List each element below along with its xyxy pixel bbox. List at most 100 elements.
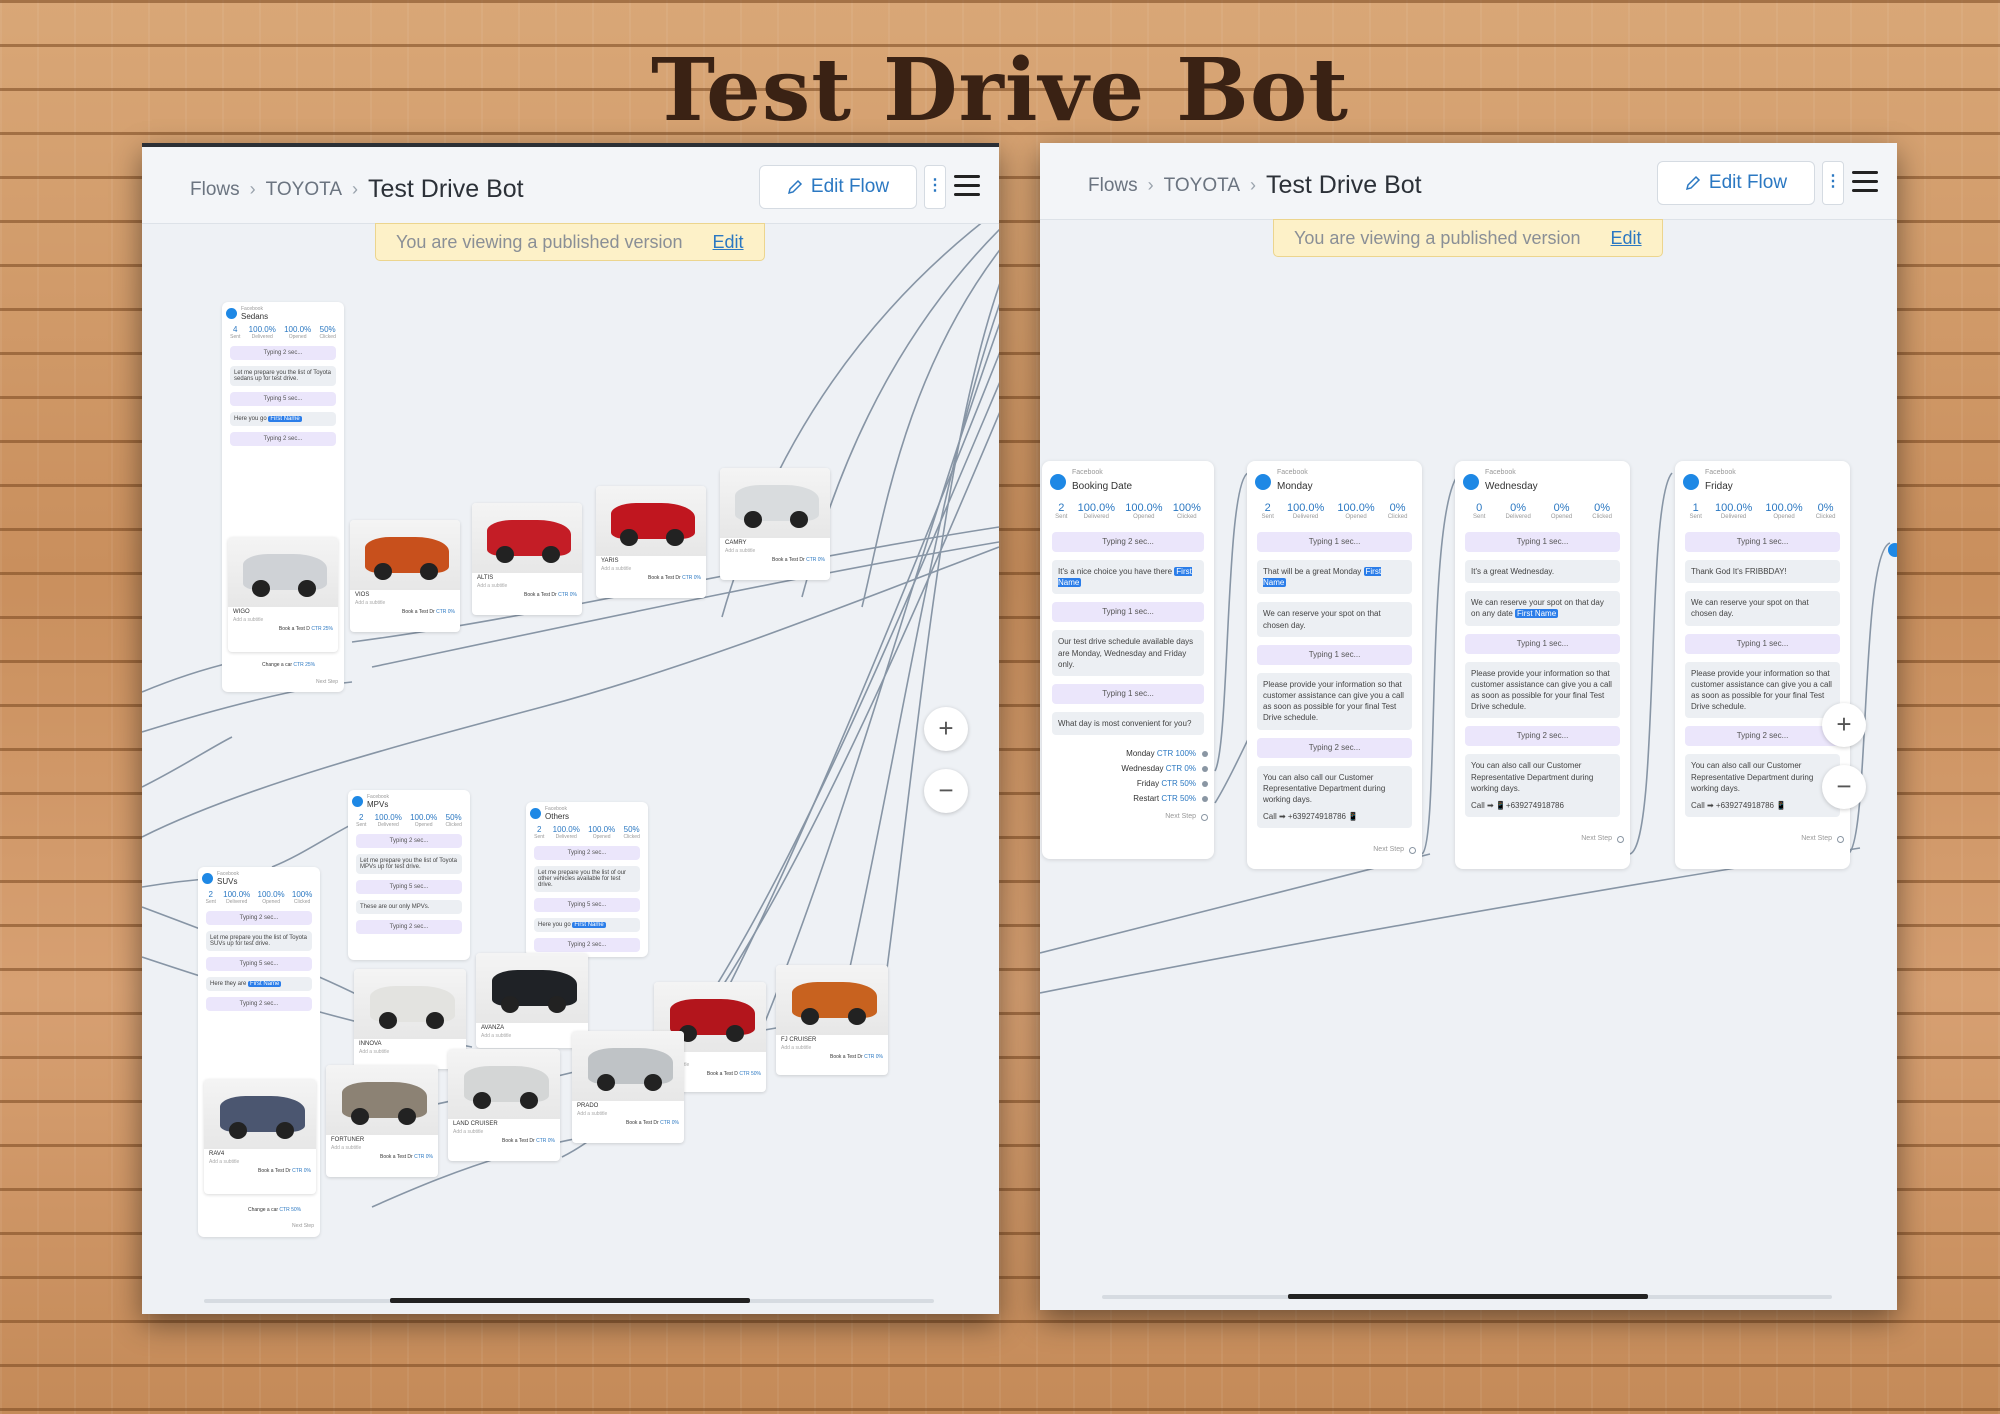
change-car-button[interactable]: Change a car CTR 25% (262, 662, 316, 668)
typing-indicator: Typing 1 sec... (1052, 683, 1204, 704)
button-restart[interactable]: Restart CTR 50% (1042, 788, 1214, 803)
call-button[interactable]: Call ➡ +639274918786 📱 (1691, 800, 1787, 810)
scrollbar-thumb[interactable] (390, 1298, 750, 1303)
chevron-right-icon: › (249, 179, 256, 199)
top-bar: Flows › TOYOTA › Test Drive Bot Edit Flo… (142, 147, 999, 224)
book-test-drive-button[interactable]: Book a Test Dr CTR 0% (648, 575, 701, 581)
car-image (448, 1049, 560, 1119)
facebook-icon (352, 796, 363, 807)
car-image (326, 1065, 438, 1135)
zoom-out-button[interactable]: − (924, 769, 968, 813)
car-wheel-shape (790, 511, 808, 529)
node-title: Wednesday (1485, 481, 1538, 492)
message-bubble: It's a nice choice you have there First … (1052, 560, 1204, 595)
horizontal-scrollbar[interactable] (204, 1298, 934, 1303)
banner-title: Test Drive Bot (651, 40, 1349, 141)
book-test-drive-button[interactable]: Book a Test Dr CTR 0% (402, 609, 455, 615)
breadcrumb-flows[interactable]: Flows (1088, 174, 1138, 196)
book-test-drive-button[interactable]: Book a Test Dr CTR 0% (626, 1120, 679, 1126)
typing-indicator: Typing 2 sec... (1465, 726, 1620, 747)
zoom-out-button[interactable]: − (1822, 765, 1866, 809)
breadcrumb-flows[interactable]: Flows (190, 178, 240, 200)
button-wednesday[interactable]: Wednesday CTR 0% (1042, 758, 1214, 773)
message-bubble: We can reserve your spot on that chosen … (1685, 591, 1840, 626)
message-bubble: What day is most convenient for you? (1052, 711, 1204, 736)
book-test-drive-button[interactable]: Book a Test Dr CTR 0% (258, 1168, 311, 1174)
car-wheel-shape (620, 529, 638, 547)
edit-flow-button[interactable]: Edit Flow (759, 165, 917, 209)
typing-indicator: Typing 2 sec... (230, 432, 336, 446)
breadcrumb-brand[interactable]: TOYOTA (265, 178, 342, 200)
more-options-button[interactable]: ⋮ (924, 165, 946, 209)
button-friday[interactable]: Friday CTR 50% (1042, 773, 1214, 788)
scrollbar-thumb[interactable] (1288, 1294, 1648, 1299)
typing-indicator: Typing 2 sec... (1052, 532, 1204, 552)
typing-indicator: Typing 2 sec... (356, 920, 462, 934)
typing-indicator: Typing 1 sec... (1052, 602, 1204, 623)
typing-indicator: Typing 2 sec... (534, 846, 640, 860)
car-image (596, 486, 706, 556)
typing-indicator: Typing 2 sec... (356, 834, 462, 848)
hamburger-menu-icon[interactable] (1852, 171, 1878, 193)
pencil-icon (787, 179, 802, 195)
next-step[interactable]: Next Step (292, 1223, 314, 1229)
zoom-in-button[interactable]: + (924, 707, 968, 751)
more-options-button[interactable]: ⋮ (1822, 161, 1844, 205)
node-title: Friday (1705, 481, 1733, 492)
facebook-icon (1463, 473, 1479, 490)
next-step[interactable]: Next Step (1042, 803, 1214, 826)
book-test-drive-button[interactable]: Book a Test Dr CTR 0% (380, 1154, 433, 1160)
next-step[interactable]: Next Step (1675, 825, 1850, 848)
edit-link[interactable]: Edit (712, 231, 744, 252)
car-wheel-shape (496, 546, 514, 564)
page-title: Test Drive Bot (1266, 171, 1422, 199)
book-test-drive-button[interactable]: Book a Test D CTR 50% (706, 1071, 761, 1077)
edit-flow-button[interactable]: Edit Flow (1657, 161, 1815, 205)
book-test-drive-button[interactable]: Book a Test Dr CTR 0% (524, 592, 577, 598)
call-button[interactable]: Call ➡ 📱+639274918786 (1471, 800, 1564, 810)
car-image (720, 468, 830, 538)
book-test-drive-button[interactable]: Book a Test Dr CTR 0% (830, 1054, 883, 1060)
hamburger-menu-icon[interactable] (954, 175, 980, 197)
book-test-drive-button[interactable]: Book a Test Dr CTR 0% (502, 1138, 555, 1144)
message-bubble: Our test drive schedule available days a… (1052, 630, 1204, 676)
next-step[interactable]: Next Step (1247, 836, 1422, 859)
book-test-drive-button[interactable]: Book a Test Dr CTR 0% (772, 557, 825, 563)
horizontal-scrollbar[interactable] (1102, 1294, 1832, 1299)
next-step[interactable]: Next Step (316, 679, 338, 685)
message-bubble: We can reserve your spot on that chosen … (1257, 602, 1412, 637)
button-monday[interactable]: Monday CTR 100% (1042, 743, 1214, 758)
call-button[interactable]: Call ➡ +639274918786 📱 (1263, 812, 1359, 822)
edit-link[interactable]: Edit (1610, 227, 1642, 248)
facebook-icon (1888, 543, 1897, 557)
zoom-in-button[interactable]: + (1822, 703, 1866, 747)
message-bubble: That will be a great Monday First Name (1257, 560, 1412, 595)
change-car-button[interactable]: Change a car CTR 50% (248, 1207, 302, 1213)
car-wheel-shape (374, 563, 392, 581)
pencil-icon (1685, 175, 1700, 191)
breadcrumb-brand[interactable]: TOYOTA (1163, 174, 1240, 196)
book-test-drive-button[interactable]: Book a Test D CTR 25% (278, 626, 333, 632)
next-step[interactable]: Next Step (1455, 825, 1630, 848)
